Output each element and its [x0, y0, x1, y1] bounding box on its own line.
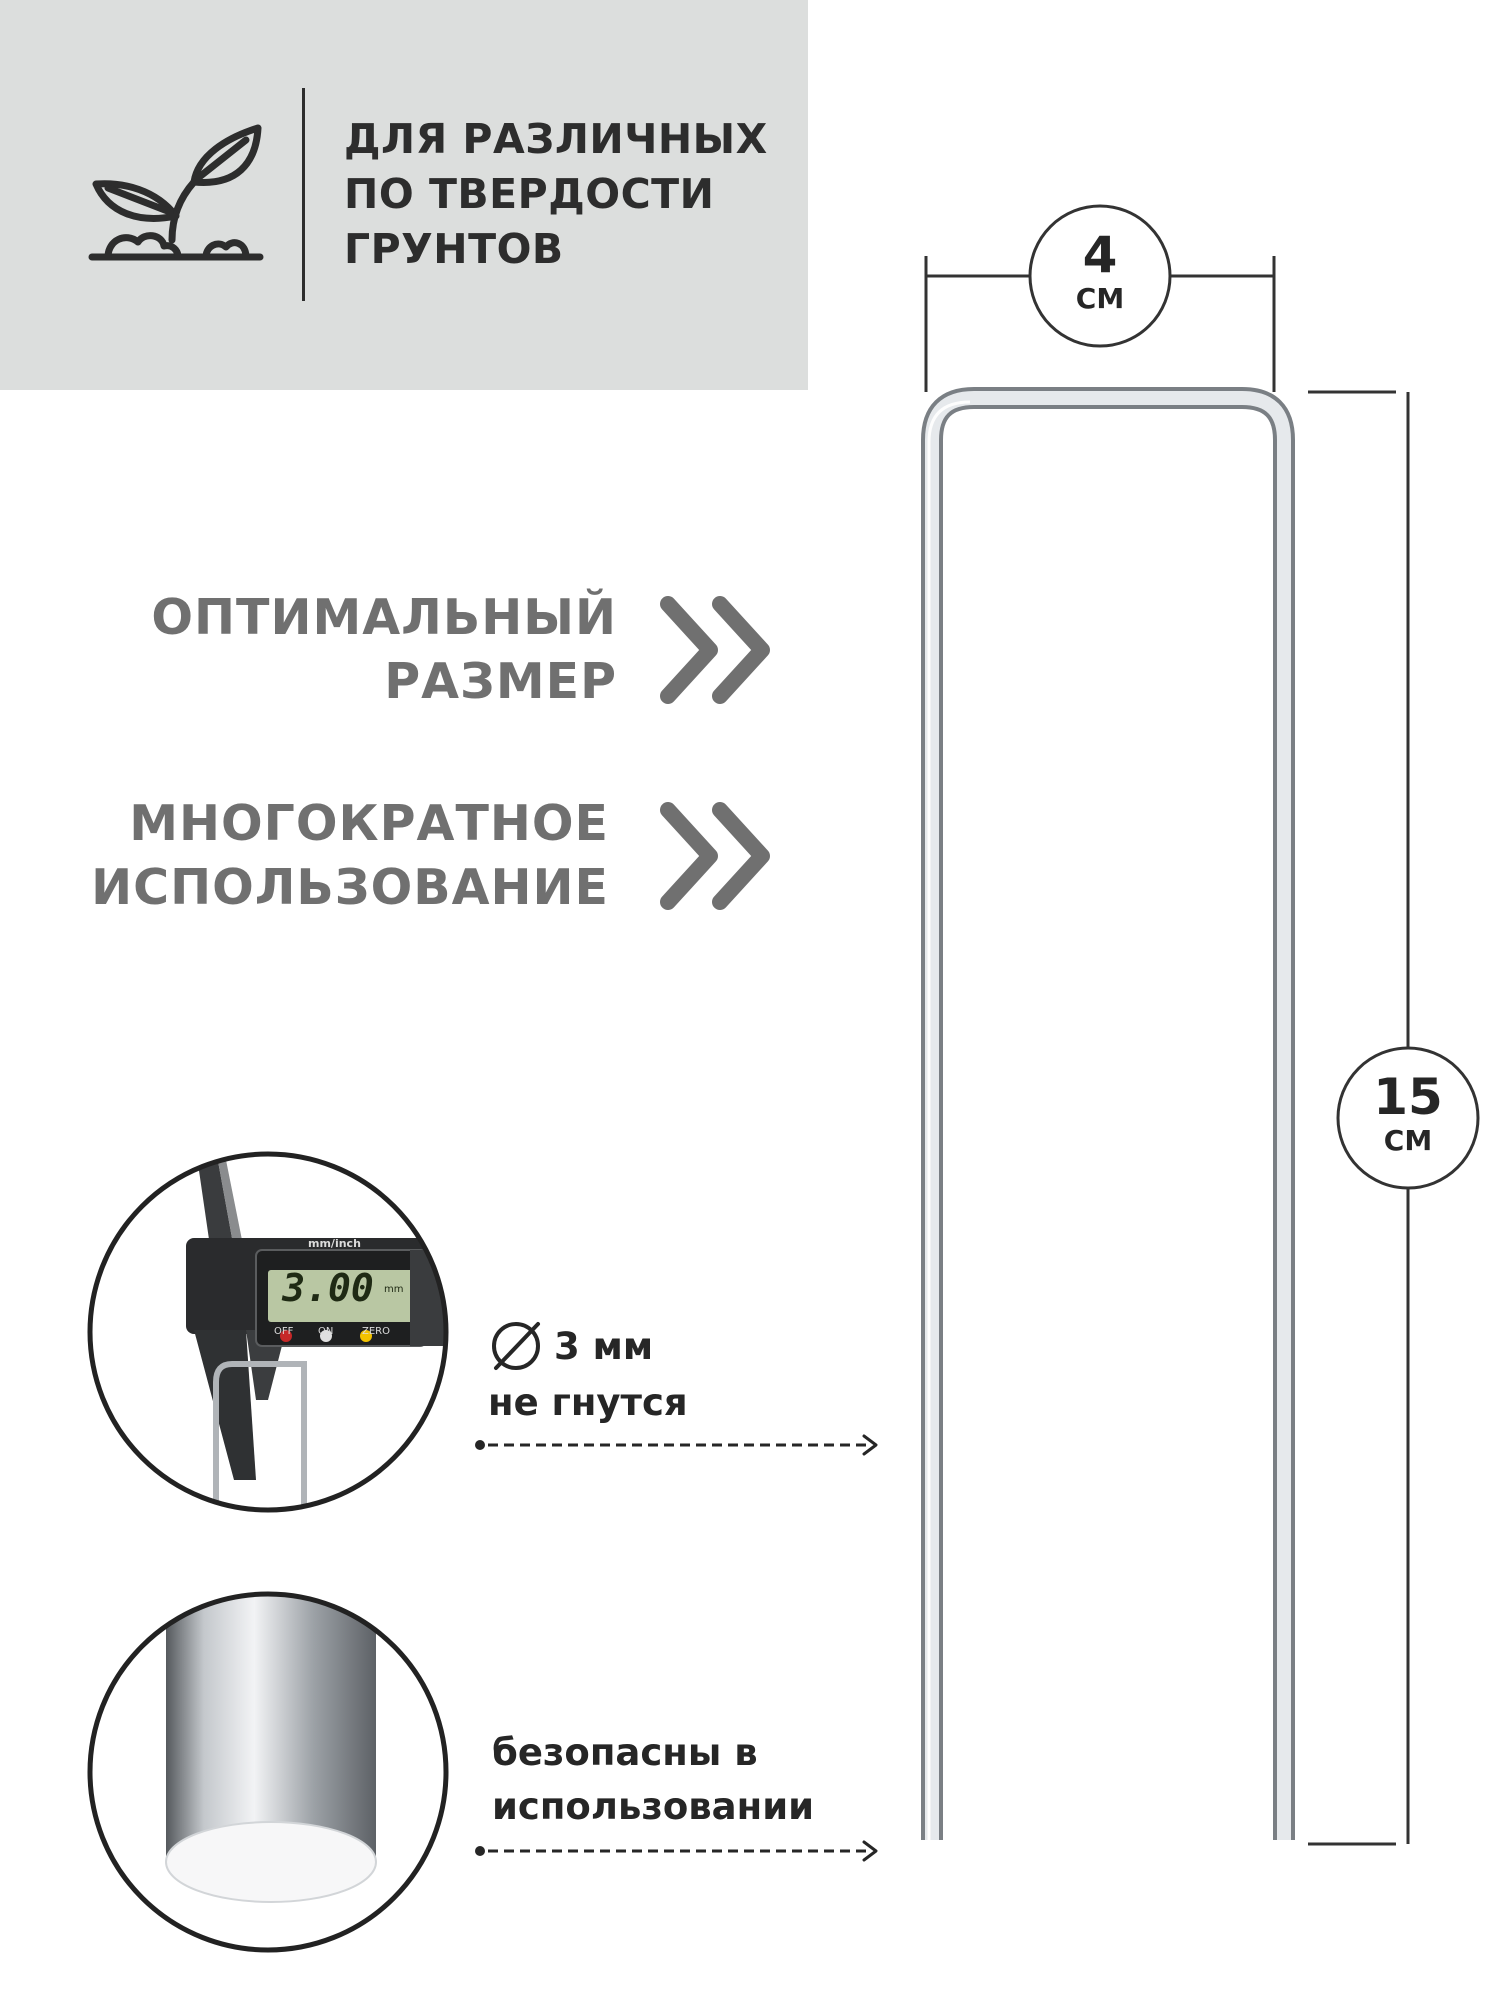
feature-reusable: МНОГОКРАТНОЕ ИСПОЛЬЗОВАНИЕ [91, 792, 609, 920]
feature-line: ОПТИМАЛЬНЫЙ [151, 589, 617, 646]
arrow-dashed-icon [475, 1840, 878, 1862]
caliper-photo [87, 1151, 449, 1513]
rod-end-photo [87, 1591, 449, 1953]
width-dimension [924, 204, 1276, 392]
banner-line: ДЛЯ РАЗЛИЧНЫХ [344, 115, 768, 163]
caliper-button-zero: ZERO [362, 1326, 390, 1337]
feature-line: ИСПОЛЬЗОВАНИЕ [91, 859, 609, 916]
double-chevron-right-icon [660, 596, 770, 704]
arrow-dashed-icon [475, 1434, 878, 1456]
caliper-button-on: ON [318, 1326, 334, 1337]
caliper-display-value: 3.00 [282, 1266, 374, 1310]
feature-optimal-size: ОПТИМАЛЬНЫЙ РАЗМЕР [151, 586, 617, 714]
banner-heading: ДЛЯ РАЗЛИЧНЫХ ПО ТВЕРДОСТИ ГРУНТОВ [344, 112, 784, 277]
caliper-header: mm/inch [308, 1237, 361, 1250]
height-label: 15 СМ [1348, 1070, 1468, 1158]
width-value: 4 [1082, 226, 1118, 284]
banner-line: ГРУНТОВ [344, 225, 564, 273]
staple-wire-outline [921, 387, 1295, 1840]
banner-line: ПО ТВЕРДОСТИ [344, 170, 715, 218]
staple-wire [925, 391, 1291, 1840]
spec-safe-line: использовании [492, 1785, 815, 1828]
banner-divider [302, 88, 305, 301]
spec-safe-line: безопасны в [492, 1731, 758, 1774]
diameter-icon [492, 1322, 540, 1370]
feature-line: РАЗМЕР [384, 653, 617, 710]
spec-diameter: 3 мм [554, 1325, 654, 1368]
caliper-display-unit: mm [384, 1284, 404, 1295]
height-unit: СМ [1383, 1124, 1433, 1157]
feature-line: МНОГОКРАТНОЕ [129, 795, 609, 852]
width-unit: СМ [1075, 282, 1125, 315]
caliper-button-off: OFF [274, 1326, 294, 1337]
double-chevron-right-icon [660, 802, 770, 910]
height-value: 15 [1373, 1068, 1443, 1126]
sprout-icon [88, 124, 264, 261]
spec-no-bend: не гнутся [488, 1381, 688, 1424]
height-dimension [1308, 390, 1480, 1846]
width-label: 4 СМ [1040, 228, 1160, 316]
